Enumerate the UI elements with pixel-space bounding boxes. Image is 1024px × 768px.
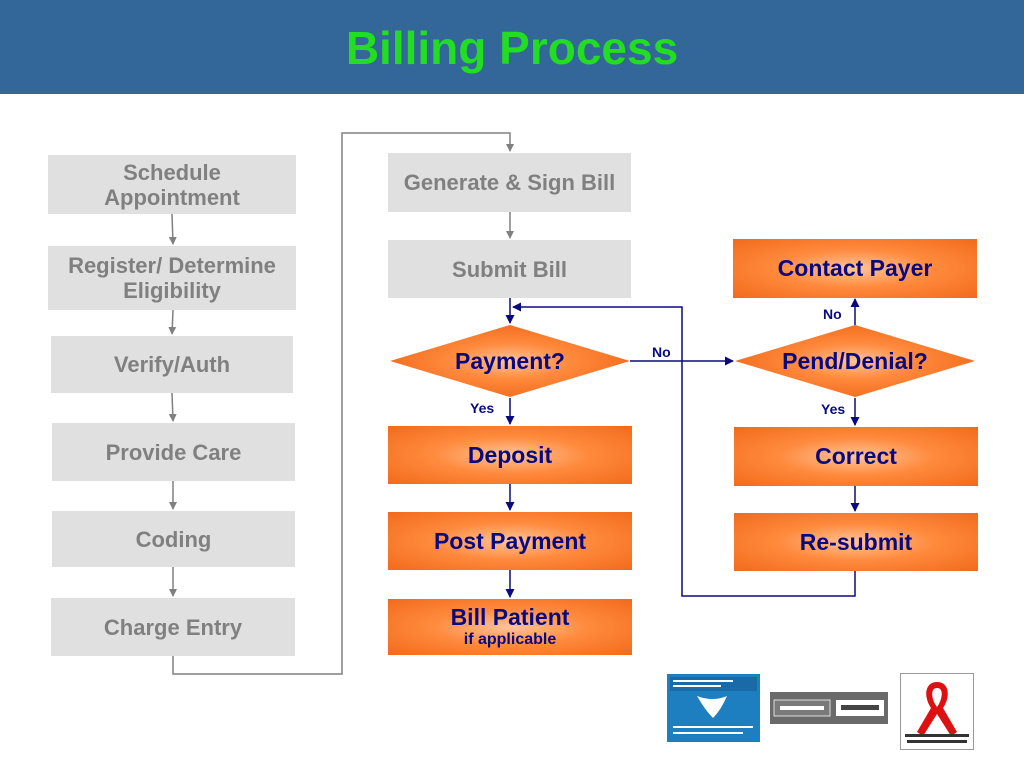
step-post-payment: Post Payment <box>388 512 632 570</box>
step-register-eligibility: Register/ Determine Eligibility <box>48 246 296 310</box>
payment-diamond <box>390 325 630 397</box>
step-coding: Coding <box>52 511 295 567</box>
arrow-verify-care <box>168 392 177 422</box>
step-verify-auth: Verify/Auth <box>51 336 293 393</box>
step-provide-care: Provide Care <box>52 423 295 481</box>
title-banner <box>0 0 1024 94</box>
slide-title: Billing Process <box>345 22 679 74</box>
label-payment-no: No <box>652 344 671 360</box>
hrsa-hivaids-icon <box>773 699 884 717</box>
bureau-hivaids-logo <box>900 673 974 750</box>
decision-payment-label: Payment? <box>455 347 565 374</box>
step-resubmit: Re-submit <box>734 513 978 571</box>
step-generate-sign-bill: Generate & Sign Bill <box>388 153 631 212</box>
arrow-schedule-register <box>168 213 177 245</box>
bill-patient-note: if applicable <box>463 630 557 648</box>
decision-pend-denial-label: Pend/Denial? <box>782 347 928 374</box>
step-submit-bill: Submit Bill <box>388 240 631 298</box>
arrow-register-verify <box>168 309 177 335</box>
label-pend-no: No <box>823 306 842 322</box>
label-pend-yes: Yes <box>821 401 846 417</box>
arrow-charge-generate <box>172 132 514 675</box>
hhs-eagle-icon <box>670 677 757 734</box>
step-correct: Correct <box>734 427 978 486</box>
hhs-hrsa-logo <box>667 674 760 742</box>
hrsa-hivaids-logo <box>770 692 888 724</box>
step-deposit: Deposit <box>388 426 632 484</box>
step-schedule-appointment: Schedule Appointment <box>48 155 296 214</box>
red-ribbon-icon <box>905 682 969 743</box>
label-payment-yes: Yes <box>470 400 495 416</box>
pend-denial-diamond <box>735 325 975 397</box>
bill-patient-text: Bill Patient <box>450 603 570 630</box>
step-charge-entry: Charge Entry <box>51 598 295 656</box>
arrow-resubmit-loop <box>512 302 856 597</box>
step-bill-patient: Bill Patient if applicable <box>388 599 632 655</box>
step-contact-payer: Contact Payer <box>733 239 977 298</box>
